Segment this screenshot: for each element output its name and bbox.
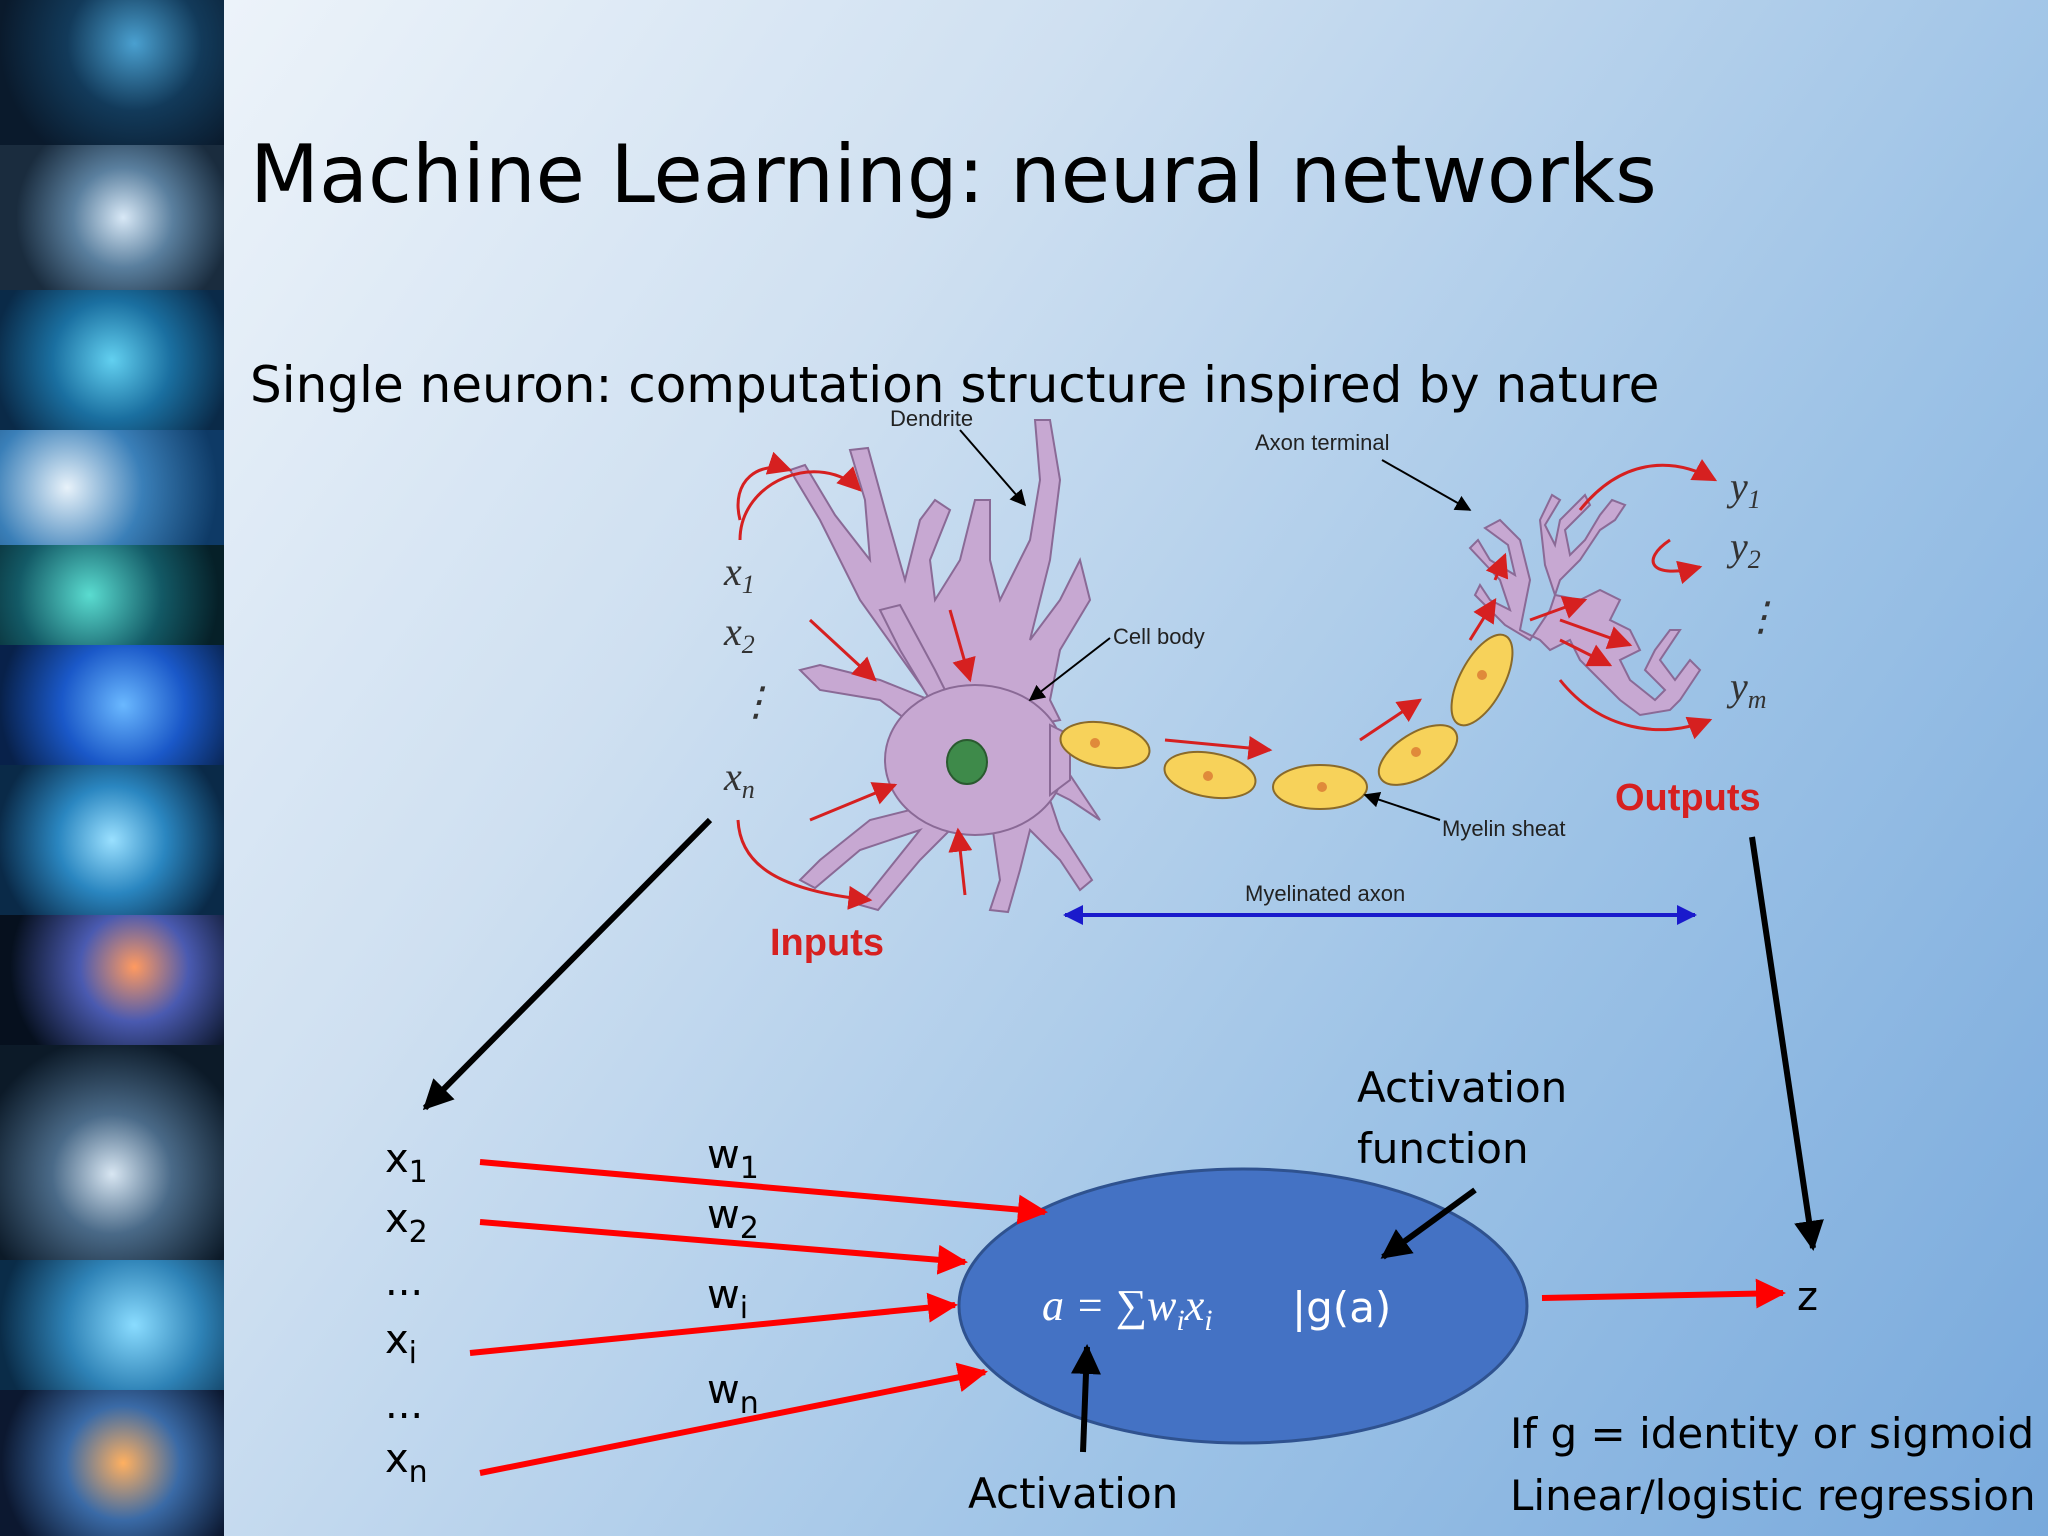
model-output-z: z <box>1797 1274 1818 1320</box>
neuron-illustration: Dendrite Axon terminal Cell body Myelin … <box>723 406 1781 964</box>
label-dendrite: Dendrite <box>890 406 973 431</box>
label-outputs: Outputs <box>1615 777 1761 819</box>
side-image-8 <box>0 915 224 1045</box>
activation-formula: a = ∑wixi <box>1042 1281 1213 1337</box>
bio-y1: y1 <box>1726 464 1761 514</box>
model-ellipsis-1: ... <box>385 1259 423 1305</box>
output-arrow <box>1541 1278 1786 1309</box>
side-image-1 <box>0 0 224 145</box>
myelin-segments <box>1059 633 1514 810</box>
label-cell-body: Cell body <box>1113 624 1205 649</box>
activation-label: Activation <box>968 1469 1178 1518</box>
side-image-5 <box>0 545 224 645</box>
myelin-nuclei <box>1090 670 1487 792</box>
note-line2: Linear/logistic regression <box>1510 1471 2036 1520</box>
nucleus <box>946 739 988 785</box>
activation-function-label-line2: function <box>1357 1124 1529 1173</box>
slide-title: Machine Learning: neural networks <box>250 128 1657 221</box>
weight-wn: wn <box>707 1367 759 1421</box>
model-x1: x1 <box>385 1136 428 1190</box>
model-xi: xi <box>385 1317 417 1371</box>
side-image-7 <box>0 765 224 915</box>
bio-x2: x2 <box>723 609 755 659</box>
label-inputs: Inputs <box>770 922 884 964</box>
bio-x1: x1 <box>723 549 755 599</box>
note-line1: If g = identity or sigmoid <box>1510 1409 2034 1458</box>
side-image-10 <box>0 1260 224 1390</box>
weight-wi: wi <box>707 1272 748 1326</box>
bio-output-labels: y1 y2 ⋮ ym <box>1726 464 1781 714</box>
weight-w2: w2 <box>707 1192 759 1246</box>
model-weights: w1 w2 wi wn <box>707 1132 759 1421</box>
bio-xn: xn <box>723 754 755 804</box>
dendrites <box>788 419 1101 914</box>
activation-pointer <box>1070 1344 1101 1453</box>
bio-y2: y2 <box>1726 524 1761 574</box>
bio-input-dots: ⋮ <box>736 679 776 724</box>
activation-function-label-line1: Activation <box>1357 1063 1567 1112</box>
label-myelinated-axon: Myelinated axon <box>1245 881 1405 906</box>
weight-arrows <box>469 1159 1048 1476</box>
flow-arrows <box>736 451 1718 910</box>
label-axon-terminal: Axon terminal <box>1255 430 1390 455</box>
side-image-strip <box>0 0 224 1536</box>
slide-subtitle: Single neuron: computation structure ins… <box>250 356 1660 414</box>
outputs-mapping-arrow <box>1749 836 1824 1251</box>
model-ellipsis-2: ... <box>385 1382 423 1428</box>
label-pointers <box>959 429 1472 821</box>
neuron-model: x1 x2 ... xi ... xn w1 w2 wi wn a = ∑wix… <box>385 1063 2036 1520</box>
bio-ym: ym <box>1726 664 1767 714</box>
side-image-9 <box>0 1045 224 1260</box>
side-image-2 <box>0 145 224 290</box>
bio-input-labels: x1 x2 ⋮ xn <box>723 549 776 804</box>
bio-output-dots: ⋮ <box>1741 594 1781 639</box>
side-image-6 <box>0 645 224 765</box>
model-xn: xn <box>385 1436 428 1490</box>
side-image-3 <box>0 290 224 430</box>
label-myelin-sheath: Myelin sheat <box>1442 816 1566 841</box>
model-inputs: x1 x2 ... xi ... xn <box>385 1136 428 1490</box>
side-image-4 <box>0 430 224 545</box>
activation-function-g: |g(a) <box>1292 1283 1391 1332</box>
weight-w1: w1 <box>707 1132 759 1186</box>
model-x2: x2 <box>385 1196 428 1250</box>
activation-function-pointer <box>1380 1187 1477 1260</box>
side-image-11 <box>0 1390 224 1536</box>
inputs-mapping-arrow <box>422 817 713 1111</box>
